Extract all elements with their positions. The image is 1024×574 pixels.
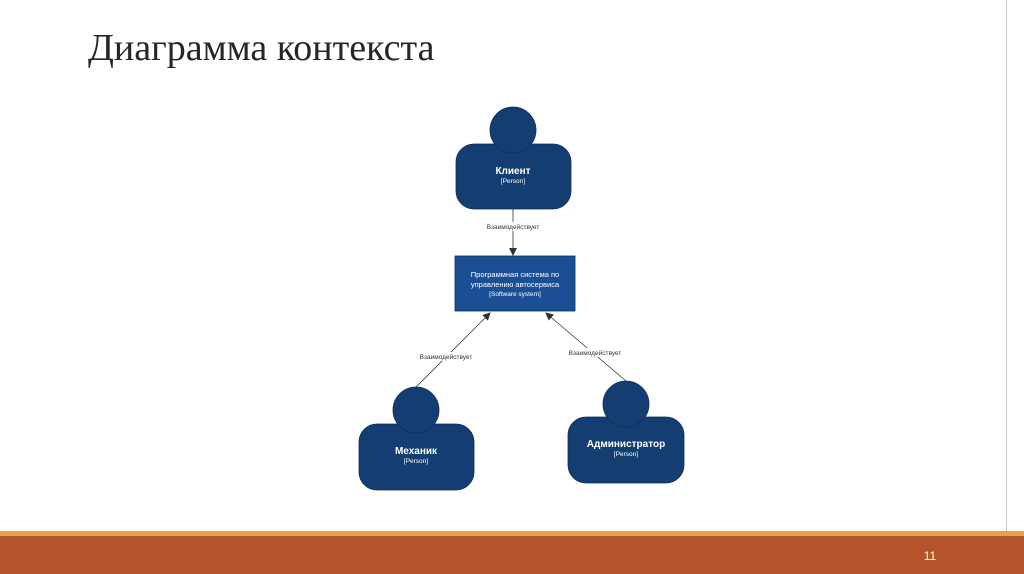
system-name-line1: Программная система по [471, 270, 559, 279]
footer-bar [0, 536, 1024, 574]
person-name-mechanic: Механик [395, 446, 438, 457]
system-type: [Software system] [489, 291, 541, 298]
edge-label-client: Взаимодействует [487, 223, 540, 231]
right-border-line [1006, 0, 1007, 534]
person-name-client: Клиент [495, 166, 530, 177]
person-admin: Администратор [Person] [567, 380, 685, 484]
person-type-mechanic: [Person] [404, 458, 428, 465]
edge-mechanic-system: Взаимодействует [414, 312, 491, 389]
person-name-admin: Администратор [587, 439, 665, 450]
person-mechanic: Механик [Person] [358, 386, 475, 491]
software-system-box: Программная система по управлению автосе… [454, 255, 576, 312]
footer-accent-stripe [0, 531, 1024, 536]
person-client: Клиент [Person] [455, 106, 572, 210]
slide-title: Диаграмма контекста [88, 27, 435, 69]
context-diagram: Взаимодействует Взаимодействует Взаимоде… [358, 106, 685, 491]
edge-client-system: Взаимодействует [486, 209, 540, 256]
page-number: 11 [923, 549, 937, 563]
edge-label-mechanic: Взаимодействует [420, 353, 473, 361]
person-type-admin: [Person] [614, 451, 638, 458]
edge-label-admin: Взаимодействует [569, 349, 622, 357]
edge-admin-system: Взаимодействует [545, 312, 627, 382]
system-name-line2: управлению автосервиса [471, 280, 560, 289]
person-type-client: [Person] [501, 178, 525, 185]
